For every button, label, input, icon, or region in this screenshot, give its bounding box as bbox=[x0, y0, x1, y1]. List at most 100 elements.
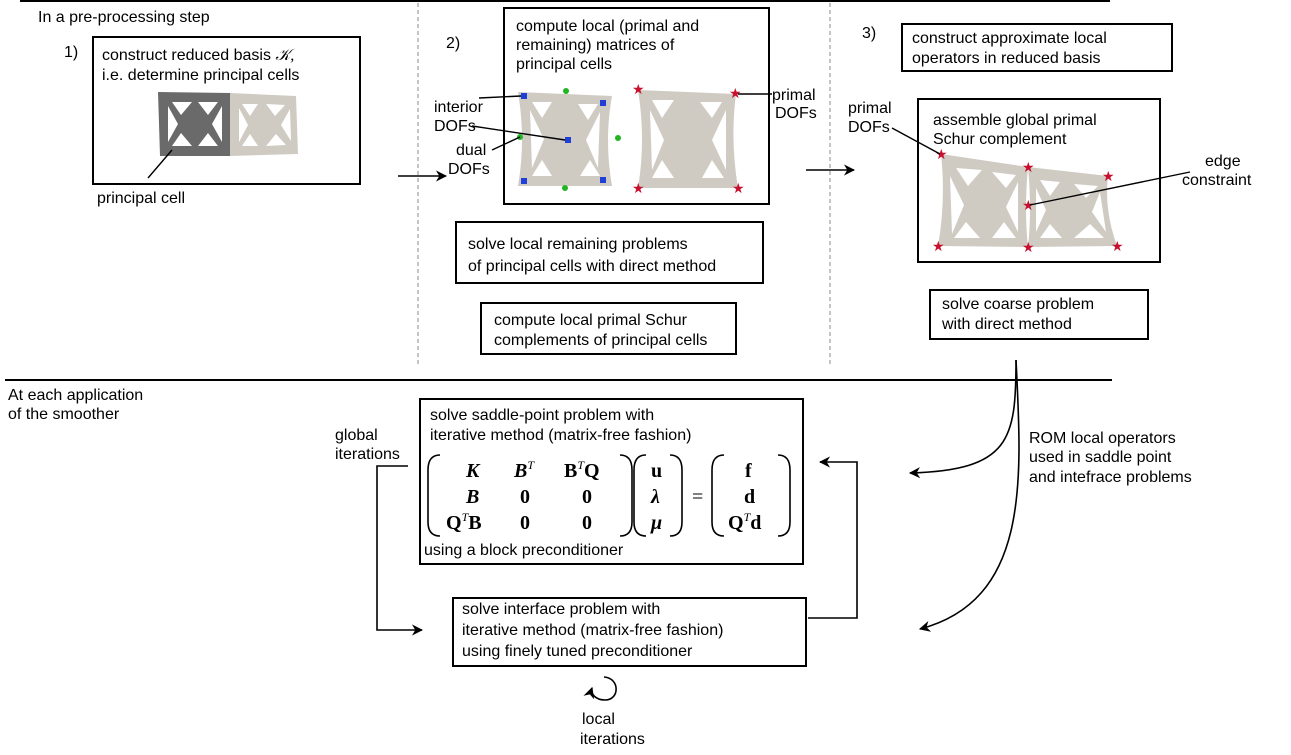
application-label-1: At each application bbox=[8, 387, 143, 404]
step2-line3: principal cells bbox=[516, 56, 612, 73]
step3-primal-label-2: DOFs bbox=[848, 119, 890, 136]
interior-dof-marker bbox=[600, 177, 606, 183]
matrix-qtb: QTB bbox=[446, 510, 482, 534]
local-loop-icon bbox=[583, 676, 617, 701]
remaining-box bbox=[455, 221, 764, 284]
rom-line3: and intefrace problems bbox=[1029, 469, 1192, 486]
coarse-line2: with direct method bbox=[941, 316, 1072, 333]
dual-dof-marker bbox=[615, 135, 621, 141]
principal-cell-primal bbox=[638, 90, 738, 188]
dual-dof-marker bbox=[562, 185, 568, 191]
rom-arrow-saddle bbox=[908, 359, 1017, 479]
schur-line1: compute local primal Schur bbox=[494, 312, 688, 329]
principal-cell-label: principal cell bbox=[97, 190, 185, 207]
primal-dof-star: ★ bbox=[732, 180, 745, 196]
interior-dofs-label-1: interior bbox=[434, 99, 484, 116]
vector-u: u bbox=[651, 460, 662, 482]
primal-dof-star: ★ bbox=[1022, 239, 1035, 255]
saddle-box bbox=[419, 398, 804, 565]
interior-dofs-leader bbox=[471, 125, 566, 141]
primal-dof-star: ★ bbox=[1102, 168, 1115, 184]
primal-dof-star: ★ bbox=[632, 180, 645, 196]
rom-arrow-interface bbox=[918, 359, 1020, 632]
saddle-point-system: K BT BTQ B 0 0 QTB 0 0 u λ μ = f d QTd bbox=[427, 454, 791, 537]
interface-line3: using finely tuned preconditioner bbox=[462, 643, 693, 660]
global-loop-left bbox=[376, 465, 424, 636]
interior-dof-marker bbox=[600, 100, 606, 106]
coarse-line1: solve coarse problem bbox=[942, 296, 1094, 313]
application-label-2: of the smoother bbox=[8, 406, 120, 423]
matrix-zero: 0 bbox=[520, 512, 530, 534]
primal-dof-star: ★ bbox=[1022, 159, 1035, 175]
saddle-line3: using a block preconditioner bbox=[424, 542, 624, 559]
saddle-line1: solve saddle-point problem with bbox=[430, 407, 654, 424]
local-iter-2: iterations bbox=[580, 731, 645, 748]
principal-cell-leader bbox=[147, 149, 173, 179]
edge-label-1: edge bbox=[1205, 153, 1241, 170]
neighbour-cell-light bbox=[230, 93, 298, 156]
interface-box bbox=[452, 597, 807, 667]
interior-dofs-leader bbox=[478, 95, 522, 99]
interior-dof-marker bbox=[521, 178, 527, 184]
primal-dof-star: ★ bbox=[932, 238, 945, 254]
matrix-zero: 0 bbox=[582, 512, 592, 534]
approx-line2: operators in reduced basis bbox=[912, 50, 1101, 67]
interior-dof-marker bbox=[521, 93, 527, 99]
rom-line1: ROM local operators bbox=[1029, 430, 1176, 447]
step1-line1: construct reduced basis 𝒦, bbox=[102, 47, 295, 64]
matrix-bt: BT bbox=[513, 458, 535, 482]
matrix-b: B bbox=[465, 486, 479, 508]
step1-number: 1) bbox=[64, 44, 78, 61]
approx-box bbox=[901, 23, 1173, 72]
primal-dof-star: ★ bbox=[632, 81, 645, 97]
matrix-btq: BTQ bbox=[564, 458, 600, 482]
edge-label-2: constraint bbox=[1182, 172, 1252, 189]
step1-line2: i.e. determine principal cells bbox=[102, 67, 299, 84]
primal-dof-star: ★ bbox=[935, 146, 948, 162]
coarse-box bbox=[929, 289, 1149, 340]
global-iter-1: global bbox=[335, 427, 378, 444]
dual-dof-marker bbox=[563, 88, 569, 94]
interface-line2: iterative method (matrix-free fashion) bbox=[462, 622, 723, 639]
interface-line1: solve interface problem with bbox=[462, 601, 660, 618]
assembled-cells bbox=[938, 154, 1117, 247]
vector-lambda: λ bbox=[650, 486, 660, 508]
vector-mu: μ bbox=[650, 512, 662, 534]
dual-dofs-label-2: DOFs bbox=[448, 161, 490, 178]
principal-cell-dark bbox=[158, 92, 230, 156]
assemble-line1: assemble global primal bbox=[933, 112, 1097, 129]
interior-dofs-label-2: DOFs bbox=[434, 118, 476, 135]
local-iter-1: local bbox=[582, 711, 615, 728]
step2-number: 2) bbox=[446, 35, 460, 52]
step2-line1: compute local (primal and bbox=[516, 18, 699, 35]
rhs-f: f bbox=[745, 460, 752, 482]
preprocessing-label: In a pre-processing step bbox=[38, 9, 210, 26]
step3-primal-leader bbox=[891, 127, 941, 155]
global-iter-2: iterations bbox=[335, 446, 400, 463]
interior-dof-marker bbox=[565, 137, 571, 143]
dual-dofs-label-1: dual bbox=[456, 142, 486, 159]
matrix-k: K bbox=[465, 460, 481, 482]
primal-dofs-label-1: primal bbox=[772, 87, 816, 104]
equals-sign: = bbox=[692, 486, 703, 508]
dual-dofs-leader bbox=[491, 136, 521, 151]
step3-number: 3) bbox=[862, 25, 876, 42]
saddle-line2: iterative method (matrix-free fashion) bbox=[430, 427, 691, 444]
rhs-d: d bbox=[744, 486, 755, 508]
rhs-qtd: QTd bbox=[728, 510, 761, 534]
step2-line2: remaining) matrices of bbox=[516, 37, 675, 54]
global-loop-right bbox=[808, 456, 858, 619]
primal-dofs-label-2: DOFs bbox=[775, 105, 817, 122]
matrix-zero: 0 bbox=[582, 486, 592, 508]
primal-dof-star: ★ bbox=[1111, 238, 1124, 254]
approx-line1: construct approximate local bbox=[912, 30, 1107, 47]
step3-primal-label-1: primal bbox=[848, 100, 892, 117]
primal-dof-star: ★ bbox=[729, 85, 742, 101]
schur-box bbox=[480, 302, 737, 355]
edge-constraint-star: ★ bbox=[1022, 197, 1035, 213]
edge-leader bbox=[1029, 171, 1191, 206]
rom-line2: used in saddle point bbox=[1029, 449, 1172, 466]
matrix-zero: 0 bbox=[520, 486, 530, 508]
assemble-line2: Schur complement bbox=[933, 131, 1067, 148]
